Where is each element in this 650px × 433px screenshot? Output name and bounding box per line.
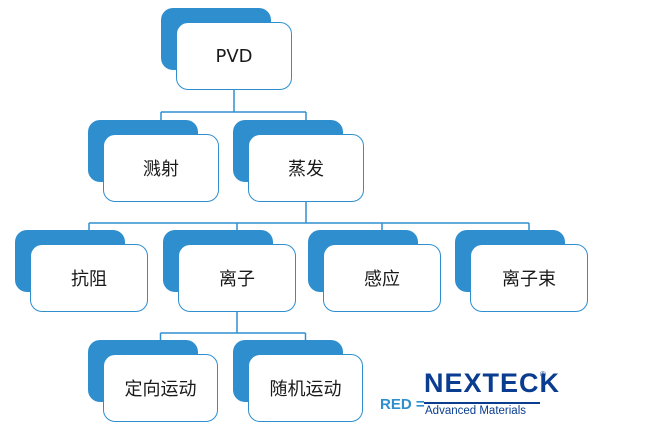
node-label-directional-motion: 定向运动 <box>103 354 218 422</box>
registered-mark: ® <box>540 370 546 379</box>
logo-divider <box>424 402 540 404</box>
node-ion: 离子 <box>163 230 296 312</box>
node-resistance: 抗阻 <box>15 230 148 312</box>
node-label-sputtering: 溅射 <box>103 134 219 202</box>
node-directional-motion: 定向运动 <box>88 340 218 422</box>
node-random-motion: 随机运动 <box>233 340 363 422</box>
node-label-random-motion: 随机运动 <box>248 354 363 422</box>
node-label-pvd: PVD <box>176 22 292 90</box>
node-induction: 感应 <box>308 230 441 312</box>
legend-text: RED = <box>380 396 425 413</box>
node-label-ion: 离子 <box>178 244 296 312</box>
node-evaporation: 蒸发 <box>233 120 364 202</box>
node-label-resistance: 抗阻 <box>30 244 148 312</box>
nexteck-logo-wordmark: NEXTECK <box>424 368 561 398</box>
node-label-evaporation: 蒸发 <box>248 134 364 202</box>
nexteck-logo-tagline: Advanced Materials <box>425 405 526 417</box>
node-label-ion-beam: 离子束 <box>470 244 588 312</box>
node-label-induction: 感应 <box>323 244 441 312</box>
node-sputtering: 溅射 <box>88 120 219 202</box>
node-ion-beam: 离子束 <box>455 230 588 312</box>
node-pvd: PVD <box>161 8 292 90</box>
legend: RED = NEXTECK ® Advanced Materials <box>380 362 650 432</box>
